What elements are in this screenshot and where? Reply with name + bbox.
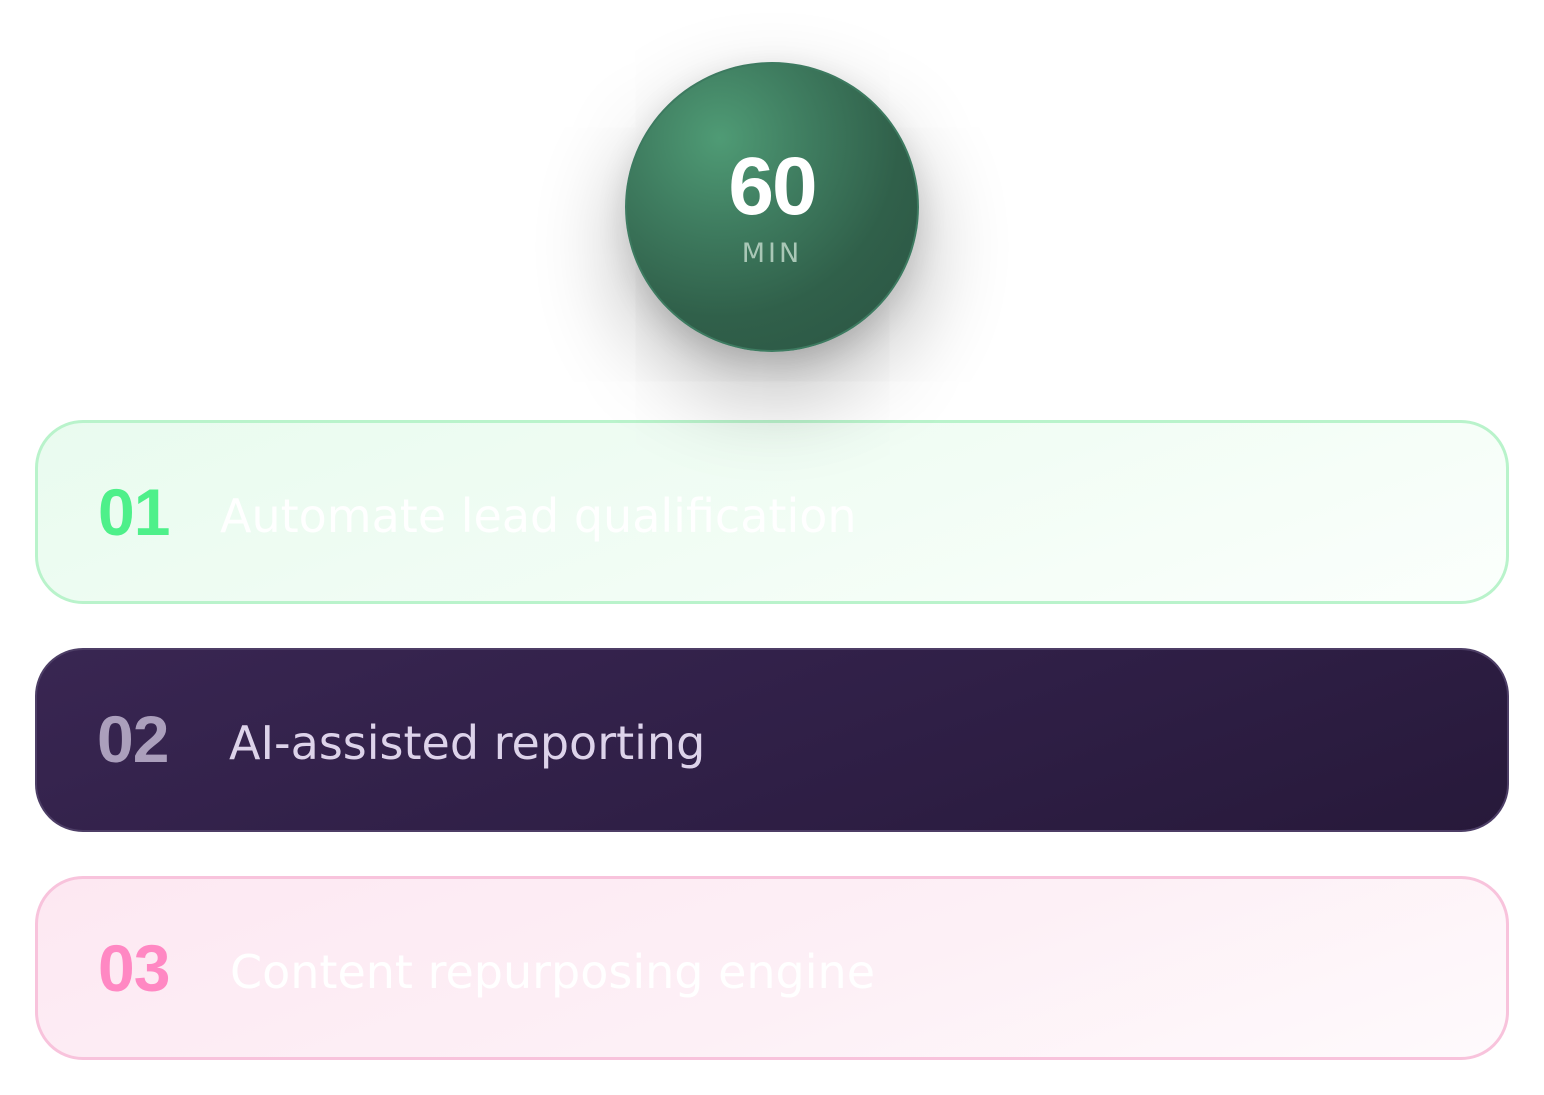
- list-item-2[interactable]: 02 AI-assisted reporting: [35, 648, 1509, 832]
- timer-value: 60: [728, 141, 817, 232]
- list-item-1[interactable]: 01 Automate lead qualification: [35, 420, 1509, 604]
- item-number: 01: [98, 475, 170, 549]
- item-number: 03: [98, 931, 170, 1005]
- item-label: AI-assisted reporting: [229, 716, 706, 770]
- item-number: 02: [97, 702, 169, 776]
- item-label: Content repurposing engine: [230, 945, 875, 999]
- item-label: Automate lead qualification: [220, 489, 857, 543]
- timer-badge: 60 MIN: [625, 62, 919, 352]
- list-item-3[interactable]: 03 Content repurposing engine: [35, 876, 1509, 1060]
- timer-unit: MIN: [741, 238, 803, 269]
